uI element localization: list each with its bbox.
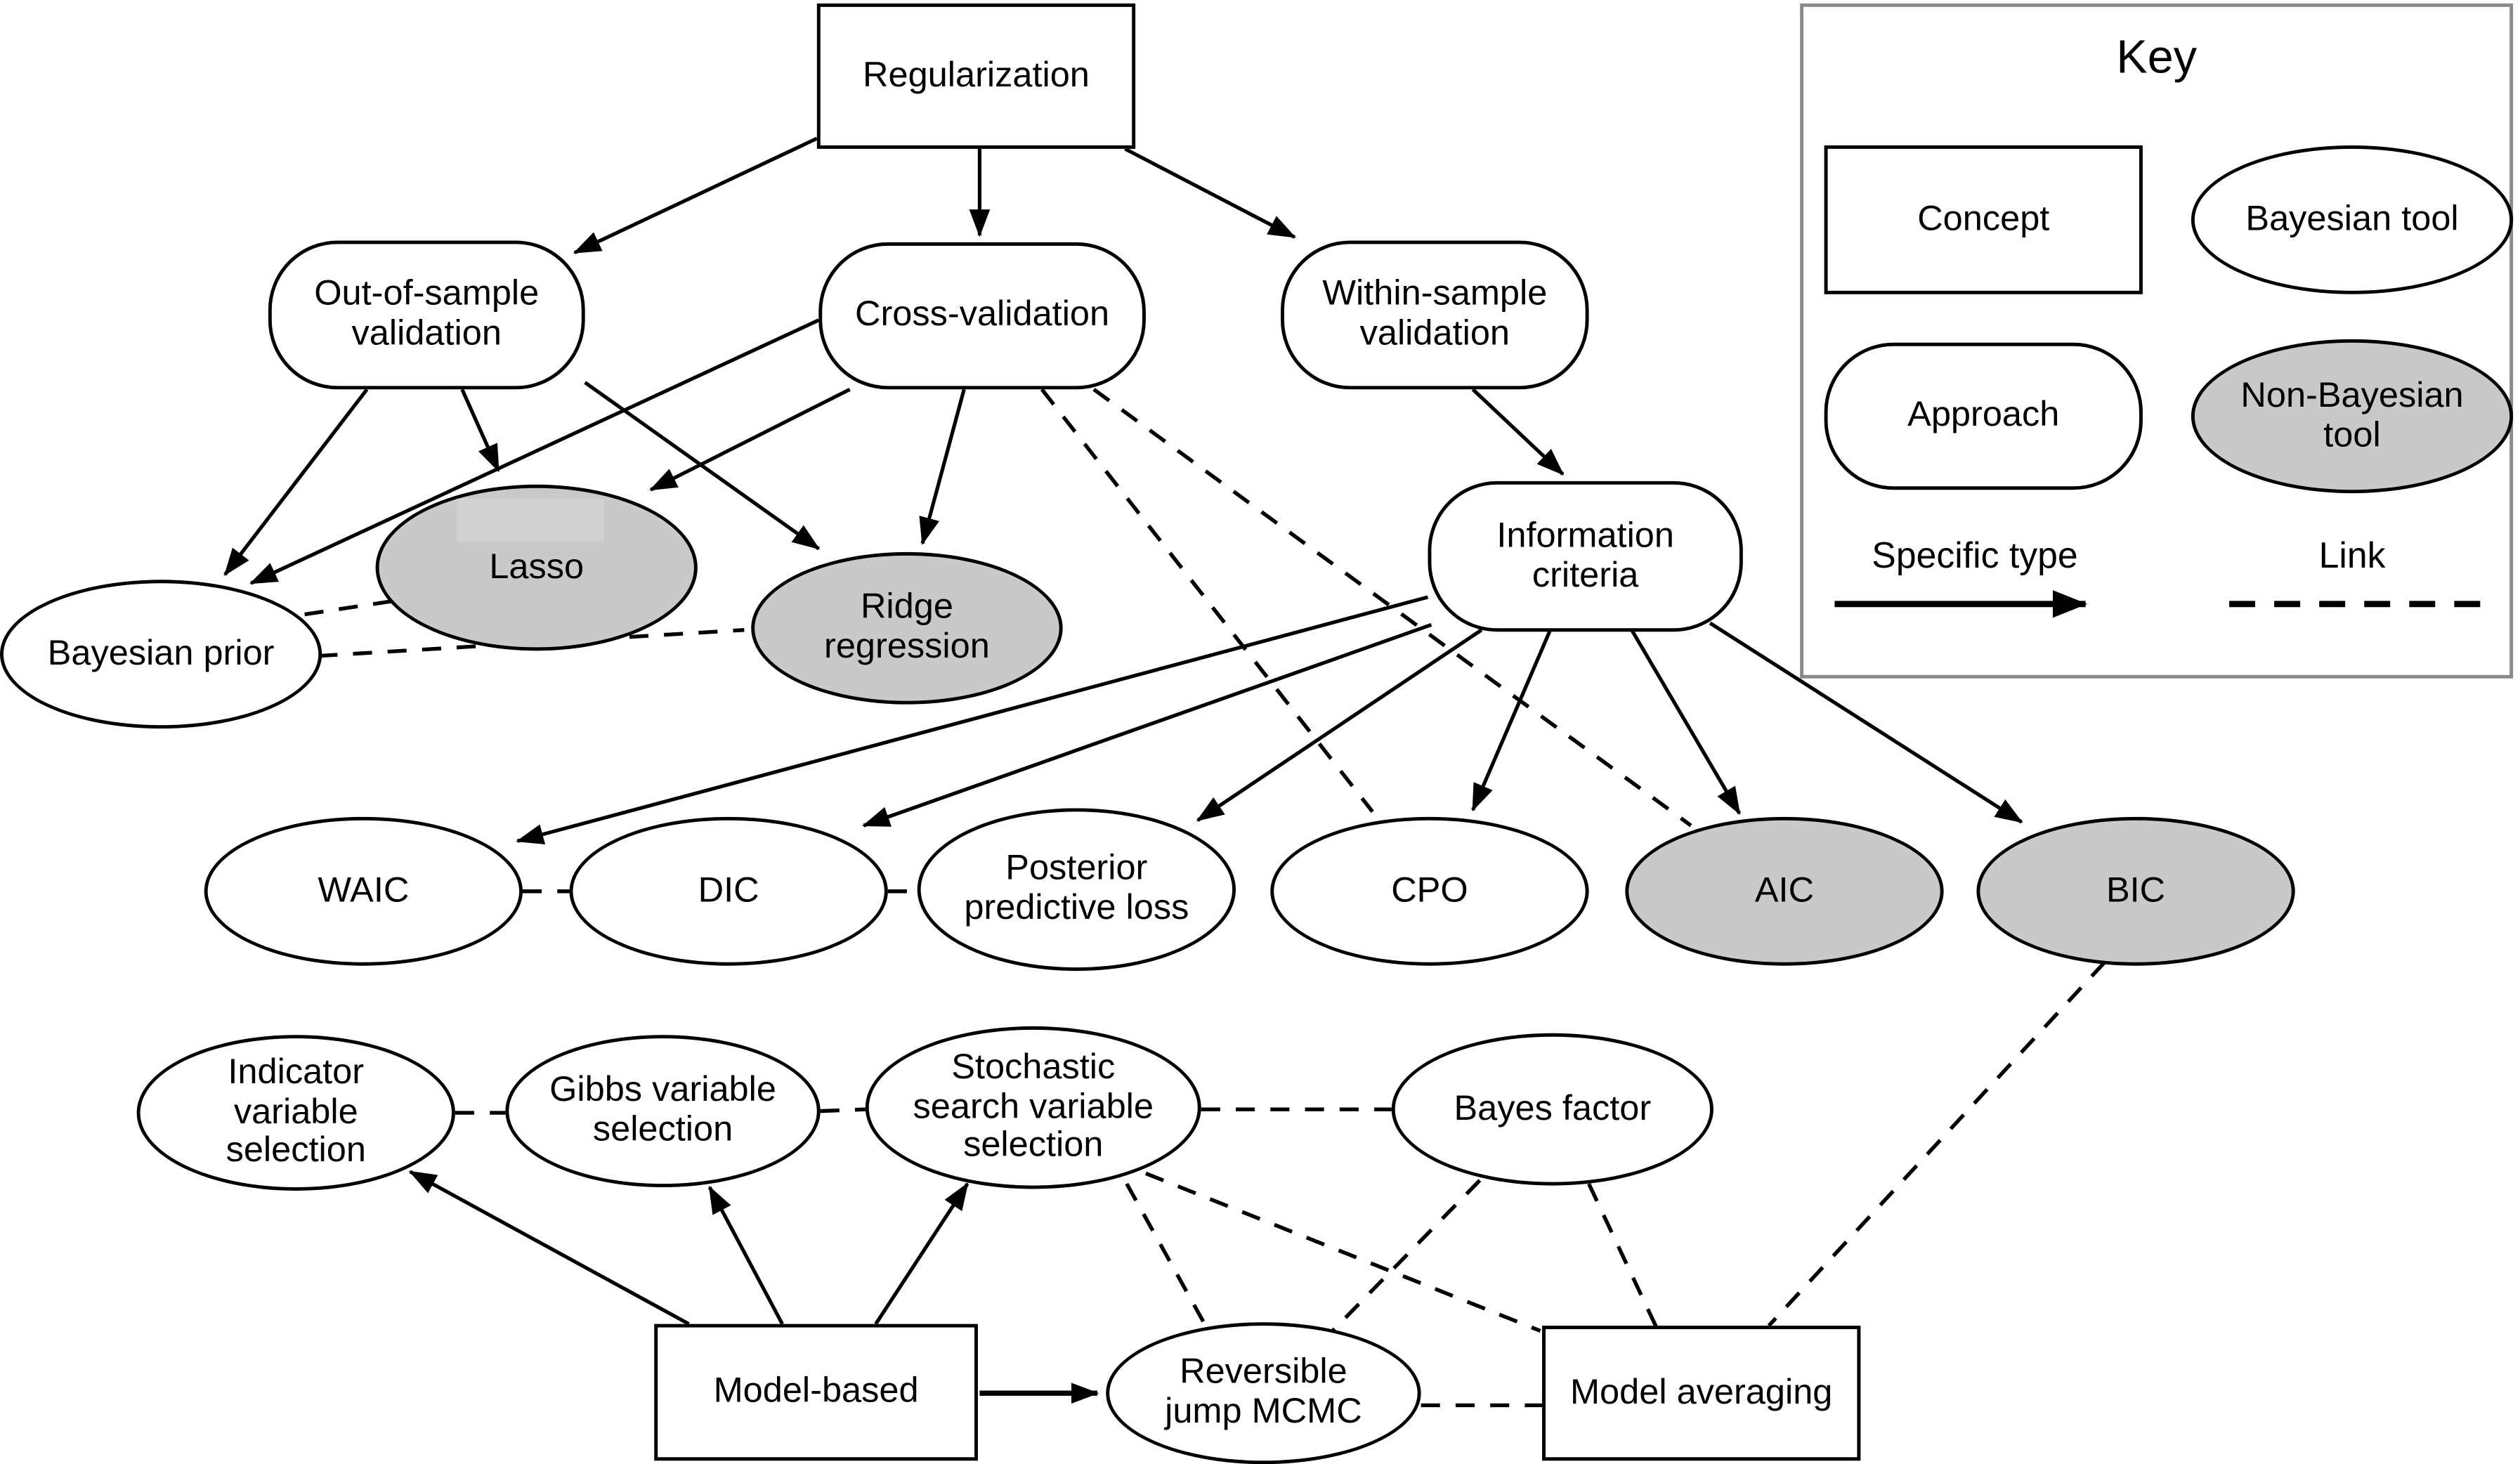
arrow-model-based-to-indicator-variable-selection	[408, 1170, 690, 1326]
node-model-averaging: Model averaging	[1542, 1326, 1861, 1461]
arrow-cross-validation-to-bayesian-prior	[249, 318, 820, 585]
key-link-label: Link	[2318, 536, 2386, 577]
arrow-regularization-to-out-of-sample-validation	[573, 136, 818, 255]
node-gibbs-variable-selection: Gibbs variable selection	[505, 1035, 821, 1188]
node-bayes-factor: Bayes factor	[1391, 1033, 1713, 1186]
arrow-out-of-sample-validation-to-lasso	[460, 388, 500, 473]
node-ridge-regression: Ridge regression	[751, 551, 1063, 705]
node-out-of-sample-validation: Out-of-sample validation	[268, 240, 585, 390]
node-regularization: Regularization	[816, 3, 1136, 149]
node-posterior-predictive-loss: Posterior predictive loss	[917, 808, 1236, 972]
node-bayesian-prior: Bayesian prior	[0, 580, 322, 729]
arrow-information-criteria-to-cpo	[1471, 624, 1555, 812]
node-indicator-variable-selection: Indicator variable selection	[136, 1035, 455, 1191]
node-waic: WAIC	[204, 816, 523, 966]
arrow-cross-validation-to-lasso	[649, 388, 851, 492]
arrow-model-based-to-gibbs-variable-selection	[707, 1185, 784, 1325]
node-stochastic-search-variable-selection: Stochastic search variable selection	[865, 1026, 1201, 1189]
key-specific-type-label: Specific type	[1872, 536, 2078, 577]
arrow-model-based-to-stochastic-search-variable-selection	[874, 1182, 970, 1326]
arrow-information-criteria-to-waic	[516, 595, 1429, 845]
node-cross-validation: Cross-validation	[818, 242, 1146, 390]
arrow-out-of-sample-validation-to-bayesian-prior	[223, 388, 369, 576]
node-bic: BIC	[1976, 816, 2295, 966]
arrow-information-criteria-to-posterior-predictive-loss	[1196, 628, 1483, 822]
arrow-regularization-to-within-sample-validation	[1124, 147, 1296, 239]
arrow-information-criteria-to-aic	[1627, 624, 1742, 816]
arrow-cross-validation-to-ridge-regression	[919, 388, 966, 545]
link-bayesian-prior-lasso	[304, 599, 397, 617]
key-box	[1800, 3, 2514, 679]
arrow-information-criteria-to-dic	[862, 622, 1432, 828]
node-reversible-jump-mcmc: Reversible jump MCMC	[1106, 1322, 1421, 1464]
link-stochastic-search-variable-selection-reversible-jump-mcmc	[1125, 1182, 1207, 1325]
link-bayes-factor-reversible-jump-mcmc	[1328, 1179, 1482, 1336]
link-stochastic-search-variable-selection-model-averaging	[1144, 1171, 1541, 1333]
node-within-sample-validation: Within-sample validation	[1281, 240, 1589, 390]
link-bic-model-averaging	[1767, 960, 2106, 1327]
key-approach-sample: Approach	[1824, 342, 2143, 490]
node-dic: DIC	[569, 816, 888, 966]
key-non-bayesian-tool-sample: Non-Bayesian tool	[2191, 339, 2514, 494]
node-information-criteria: Information criteria	[1428, 481, 1743, 632]
node-aic: AIC	[1625, 816, 1944, 966]
key-concept-sample: Concept	[1824, 145, 2143, 294]
lasso-highlight-artifact	[457, 498, 604, 542]
node-model-based: Model-based	[654, 1324, 978, 1461]
node-cpo: CPO	[1270, 816, 1589, 966]
key-title: Key	[2116, 31, 2197, 84]
link-gibbs-variable-selection-stochastic-search-variable-selection	[820, 1107, 866, 1113]
arrow-within-sample-validation-to-information-criteria	[1471, 388, 1565, 476]
key-bayesian-tool-sample: Bayesian tool	[2191, 145, 2514, 294]
arrow-information-criteria-to-bic	[1709, 621, 2023, 824]
link-bayes-factor-model-averaging	[1587, 1182, 1660, 1332]
